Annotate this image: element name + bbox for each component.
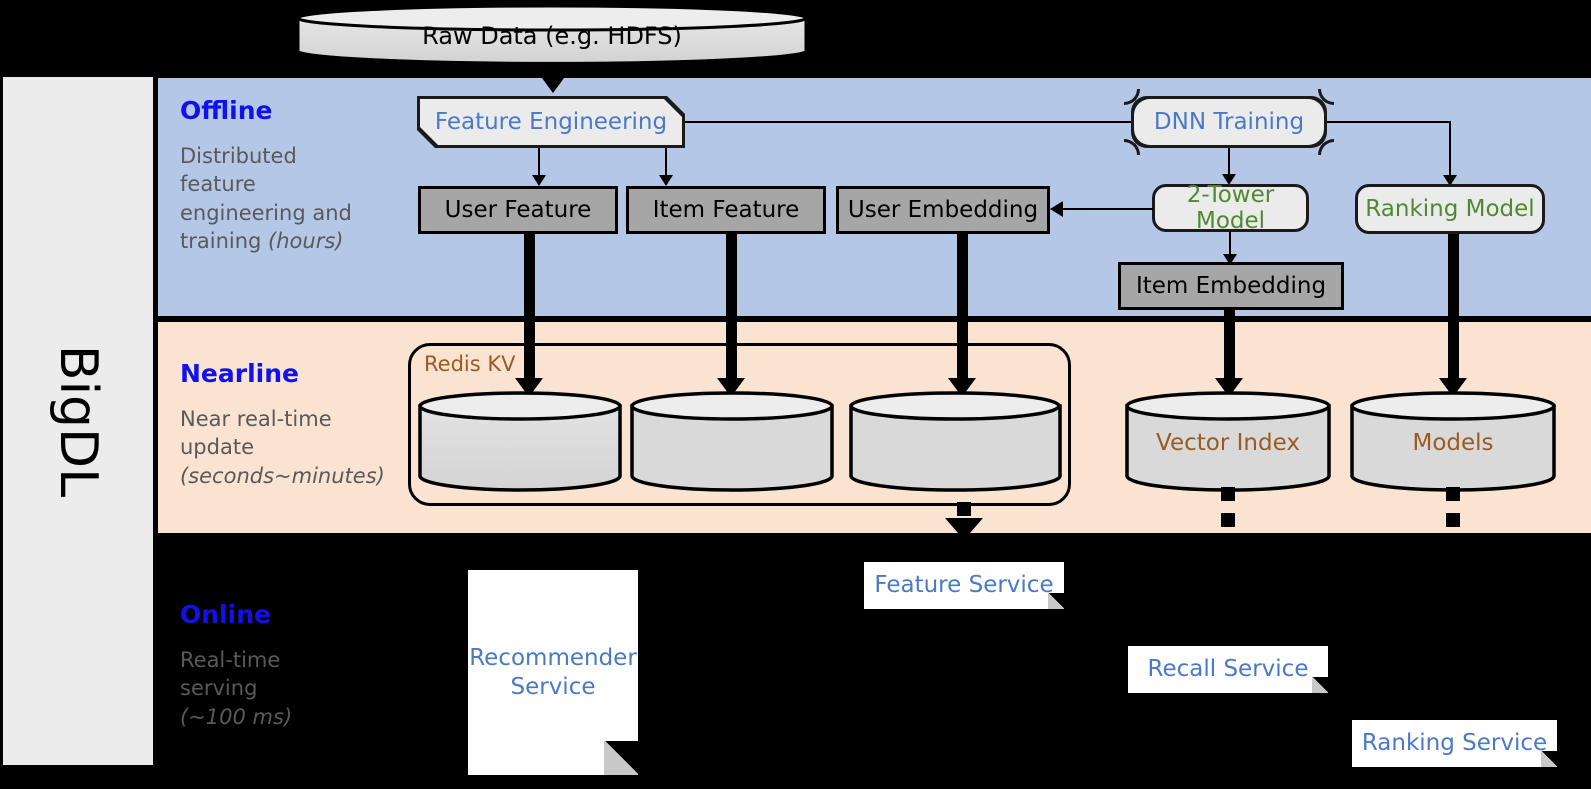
raw-data-label: Raw Data (e.g. HDFS): [422, 22, 682, 50]
page-fold-icon: [604, 741, 638, 775]
connector-dnn-to-ranking-h: [1327, 121, 1450, 123]
connector-twotower-to-userembedding-head: [1050, 201, 1063, 217]
feature-engineering-label: Feature Engineering: [434, 109, 668, 135]
arrow-userfeature-to-store-shaft: [524, 234, 535, 384]
feature-service-label: Feature Service: [874, 572, 1054, 599]
online-desc-line-1: Real-time: [180, 648, 281, 672]
offline-stage-description: Distributed feature engineering and trai…: [180, 142, 410, 255]
item-feature-box[interactable]: Item Feature: [626, 186, 826, 234]
item-embedding-box[interactable]: Item Embedding: [1118, 262, 1344, 310]
recommender-service-label-line1: Recommender: [469, 644, 637, 671]
dnn-training-label-wrap: DNN Training: [1134, 99, 1324, 145]
user-embedding-store-cylinder[interactable]: [848, 390, 1063, 492]
connector-dnn-to-ranking-v: [1449, 121, 1451, 178]
offline-desc-line-1: Distributed: [180, 144, 297, 168]
models-cylinder[interactable]: Models: [1349, 390, 1557, 492]
ranking-model-box[interactable]: Ranking Model: [1355, 184, 1545, 234]
offline-desc-line-3: engineering and: [180, 200, 352, 225]
recommender-service-card[interactable]: Recommender Service: [468, 570, 638, 775]
offline-stage-title: Offline: [180, 96, 273, 125]
user-embedding-box[interactable]: User Embedding: [836, 186, 1050, 234]
user-feature-box[interactable]: User Feature: [418, 186, 618, 234]
page-fold-icon: [1541, 751, 1557, 767]
dnn-notch-br: [1318, 139, 1334, 155]
two-tower-model-label: 2-Tower Model: [1186, 182, 1275, 234]
dashed-redis-to-featureservice-head: [945, 518, 983, 540]
connector-fe-to-userfeature: [538, 148, 540, 180]
dashed-vectorindex-1: [1221, 487, 1235, 501]
ranking-service-label: Ranking Service: [1361, 730, 1548, 757]
dashed-models-2: [1446, 513, 1460, 527]
user-feature-label: User Feature: [444, 197, 592, 223]
dashed-redis-to-featureservice-1: [957, 502, 971, 516]
item-feature-label: Item Feature: [652, 197, 800, 223]
nearline-desc-line-1: Near real-time: [180, 407, 332, 431]
offline-desc-latency: (hours): [268, 229, 344, 254]
feature-engineering-box[interactable]: [420, 99, 682, 145]
connector-dnn-to-twotower-head: [1222, 174, 1236, 185]
feature-engineering-label-wrap: Feature Engineering: [420, 99, 682, 145]
recommender-service-label: Recommender Service: [469, 644, 637, 702]
connector-dnn-to-ranking-head: [1443, 175, 1457, 186]
bigdl-framework-sidebar: BigDL: [3, 77, 153, 765]
models-label: Models: [1412, 430, 1494, 456]
connector-fe-to-dnn: [685, 121, 1150, 123]
offline-desc-line-2: feature: [180, 172, 256, 197]
two-tower-model-box[interactable]: 2-Tower Model: [1152, 182, 1309, 234]
connector-dnn-to-twotower: [1228, 148, 1230, 178]
dnn-training-label: DNN Training: [1153, 109, 1305, 135]
nearline-stage-description: Near real-time update (seconds~minutes): [180, 405, 425, 490]
online-stage-title: Online: [180, 600, 271, 629]
arrow-rawdata-to-fe-head: [539, 74, 567, 93]
online-desc-latency: (~100 ms): [180, 704, 293, 729]
online-desc-line-2: serving: [180, 676, 258, 701]
page-fold-icon: [1312, 677, 1328, 693]
nearline-desc-line-2: update: [180, 435, 254, 460]
vector-index-cylinder[interactable]: Vector Index: [1124, 390, 1332, 492]
connector-fe-to-itemfeature-head: [659, 175, 673, 186]
connector-twotower-to-itemembedding-head: [1223, 254, 1237, 265]
raw-data-cylinder: Raw Data (e.g. HDFS): [296, 4, 808, 66]
vector-index-label: Vector Index: [1156, 430, 1300, 456]
page-fold-icon: [1048, 593, 1064, 609]
item-embedding-label: Item Embedding: [1135, 273, 1327, 299]
nearline-stage-title: Nearline: [180, 359, 299, 388]
connector-twotower-to-itemembedding: [1229, 232, 1231, 258]
connector-fe-to-itemfeature: [665, 148, 667, 180]
arrow-itemfeature-to-store-shaft: [726, 234, 737, 384]
recommender-service-label-line2: Service: [510, 673, 596, 700]
offline-desc-line-4: training: [180, 229, 269, 254]
nearline-desc-latency: (seconds~minutes): [180, 463, 385, 488]
redis-kv-group: [408, 343, 1071, 506]
ranking-model-label: Ranking Model: [1365, 196, 1535, 222]
user-embedding-label: User Embedding: [847, 197, 1039, 223]
connector-twotower-to-userembedding: [1052, 208, 1153, 210]
arrow-userembedding-to-store-shaft: [957, 234, 968, 384]
bigdl-label: BigDL: [48, 344, 109, 498]
dnn-training-box[interactable]: [1134, 99, 1324, 145]
redis-kv-label: Redis KV: [424, 352, 516, 376]
user-feature-store-cylinder[interactable]: [417, 390, 623, 492]
item-feature-store-cylinder[interactable]: [629, 390, 835, 492]
connector-fe-to-userfeature-head: [532, 175, 546, 186]
recall-service-label: Recall Service: [1147, 656, 1309, 683]
dashed-vectorindex-2: [1221, 513, 1235, 527]
arrow-itemembedding-to-vectorindex-shaft: [1224, 310, 1235, 384]
arrow-rankingmodel-to-models-shaft: [1448, 234, 1459, 384]
dashed-models-1: [1446, 487, 1460, 501]
feature-service-card[interactable]: Feature Service: [864, 562, 1064, 609]
ranking-service-card[interactable]: Ranking Service: [1352, 720, 1557, 767]
online-stage-description: Real-time serving (~100 ms): [180, 646, 410, 731]
recall-service-card[interactable]: Recall Service: [1128, 646, 1328, 693]
